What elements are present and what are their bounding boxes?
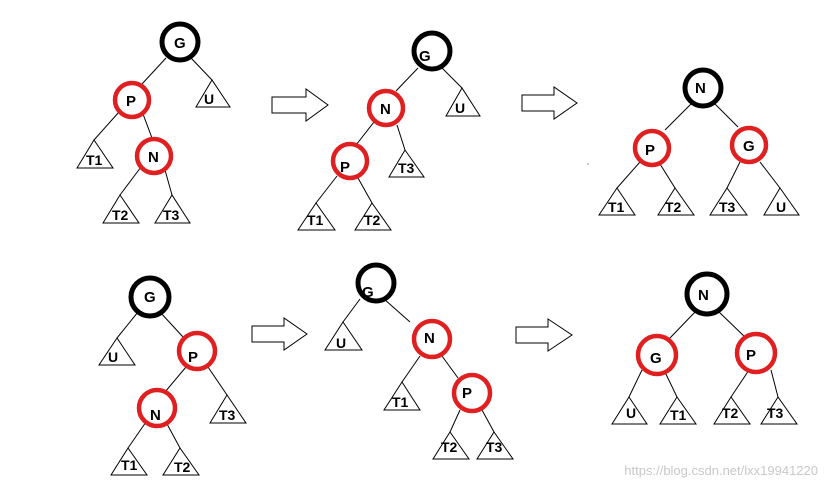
subtree-t1-label: T1 (670, 407, 687, 423)
subtree-t3-label: T3 (398, 160, 415, 176)
subtree-t3-label: T3 (767, 405, 784, 421)
node-g (355, 262, 397, 304)
subtree-t1-label: T1 (121, 457, 138, 473)
subtree-t2-label: T2 (441, 439, 458, 455)
node-g-label: G (362, 284, 374, 301)
node-g (128, 275, 172, 319)
subtree-u-label: U (776, 199, 786, 215)
subtree-t3 (209, 394, 247, 424)
subtree-t3-label: T3 (486, 439, 503, 455)
node-g-label: G (419, 48, 431, 65)
node-n (136, 387, 178, 429)
tree-row1-step1: G P N U T1 T2 T3 (76, 21, 231, 224)
subtree-t3 (388, 149, 425, 178)
subtree-u (324, 321, 363, 351)
node-n (411, 318, 453, 360)
node-n (684, 271, 730, 317)
node-n-label: N (380, 101, 391, 118)
subtree-t2-label: T2 (364, 212, 381, 228)
subtree-u-label: U (204, 91, 214, 107)
subtree-t3 (154, 194, 191, 224)
watermark-text: https://blog.csdn.net/lxx19941220 (624, 463, 818, 478)
subtree-t3 (476, 431, 514, 460)
node-g-label: G (650, 350, 662, 367)
node-p (451, 372, 493, 414)
subtree-u (445, 87, 481, 117)
subtree-u-label: U (108, 349, 118, 365)
subtree-t1-label: T1 (392, 394, 409, 410)
node-g-label: G (174, 35, 186, 52)
subtree-u-label: U (455, 100, 465, 116)
subtree-t2-label: T2 (174, 459, 191, 475)
node-p-label: P (746, 347, 756, 364)
node-n-label: N (698, 287, 709, 304)
subtree-t1 (383, 381, 421, 411)
subtree-t2 (657, 187, 695, 216)
subtree-t1-label: T1 (608, 199, 625, 215)
arrow-row2-b (515, 318, 573, 352)
subtree-t2-label: T2 (665, 199, 682, 215)
tree-row2-step2: G N P U T1 T2 T3 (324, 262, 514, 460)
subtree-t2 (162, 447, 200, 476)
node-p-label: P (340, 159, 350, 176)
subtree-u (763, 187, 800, 216)
subtree-t3 (709, 187, 748, 216)
node-p (632, 128, 672, 168)
subtree-t3-label: T3 (219, 407, 236, 423)
node-g (411, 30, 453, 72)
arrow-row2-a (251, 317, 308, 351)
node-g-label: G (743, 138, 755, 155)
node-p-label: P (126, 93, 136, 110)
subtree-t1 (598, 187, 636, 216)
tree-row1-step3: N P G T1 T2 T3 U (598, 67, 800, 216)
node-n-label: N (150, 407, 161, 424)
subtree-t1 (659, 396, 697, 425)
subtree-t1-label: T1 (86, 152, 103, 168)
subtree-t1-label: T1 (307, 212, 324, 228)
tree-row2-step3: N G P U T1 T2 T3 (611, 271, 798, 425)
stray-dot (587, 163, 589, 165)
arrow-row1-a (271, 88, 329, 122)
node-n (682, 67, 724, 109)
subtree-t2 (713, 396, 751, 425)
node-g (635, 333, 679, 377)
subtree-u (195, 79, 231, 108)
node-g (159, 21, 201, 63)
node-n-label: N (424, 330, 435, 347)
node-p (176, 330, 218, 372)
node-p-label: P (188, 349, 198, 366)
subtree-u (611, 396, 648, 425)
node-p-label: P (462, 385, 472, 402)
subtree-t1 (110, 447, 148, 476)
subtree-t1 (76, 139, 114, 169)
node-p (734, 331, 778, 375)
subtree-u (98, 337, 136, 366)
node-g-label: G (144, 289, 156, 306)
tree-row1-step2: G N P U T3 T1 T2 (297, 30, 481, 231)
subtree-t2-label: T2 (112, 207, 129, 223)
tree-row2-step1: G P N U T3 T1 T2 (98, 275, 247, 476)
subtree-u-label: U (626, 405, 636, 421)
subtree-t3-label: T3 (163, 207, 180, 223)
node-p-label: P (645, 142, 655, 159)
node-p (112, 80, 152, 120)
subtree-t2 (354, 202, 392, 231)
node-g (729, 125, 769, 165)
subtree-t2 (102, 194, 140, 224)
arrow-row1-b (521, 86, 578, 120)
subtree-t1 (297, 202, 336, 231)
node-n-label: N (148, 149, 159, 166)
node-p (330, 141, 370, 181)
subtree-t2-label: T2 (722, 405, 739, 421)
subtree-u-label: U (336, 335, 346, 351)
subtree-t3 (760, 396, 798, 425)
node-n-label: N (695, 80, 706, 97)
subtree-t2 (432, 431, 470, 460)
node-n (134, 136, 174, 176)
subtree-t3-label: T3 (719, 199, 736, 215)
node-n (366, 88, 406, 128)
